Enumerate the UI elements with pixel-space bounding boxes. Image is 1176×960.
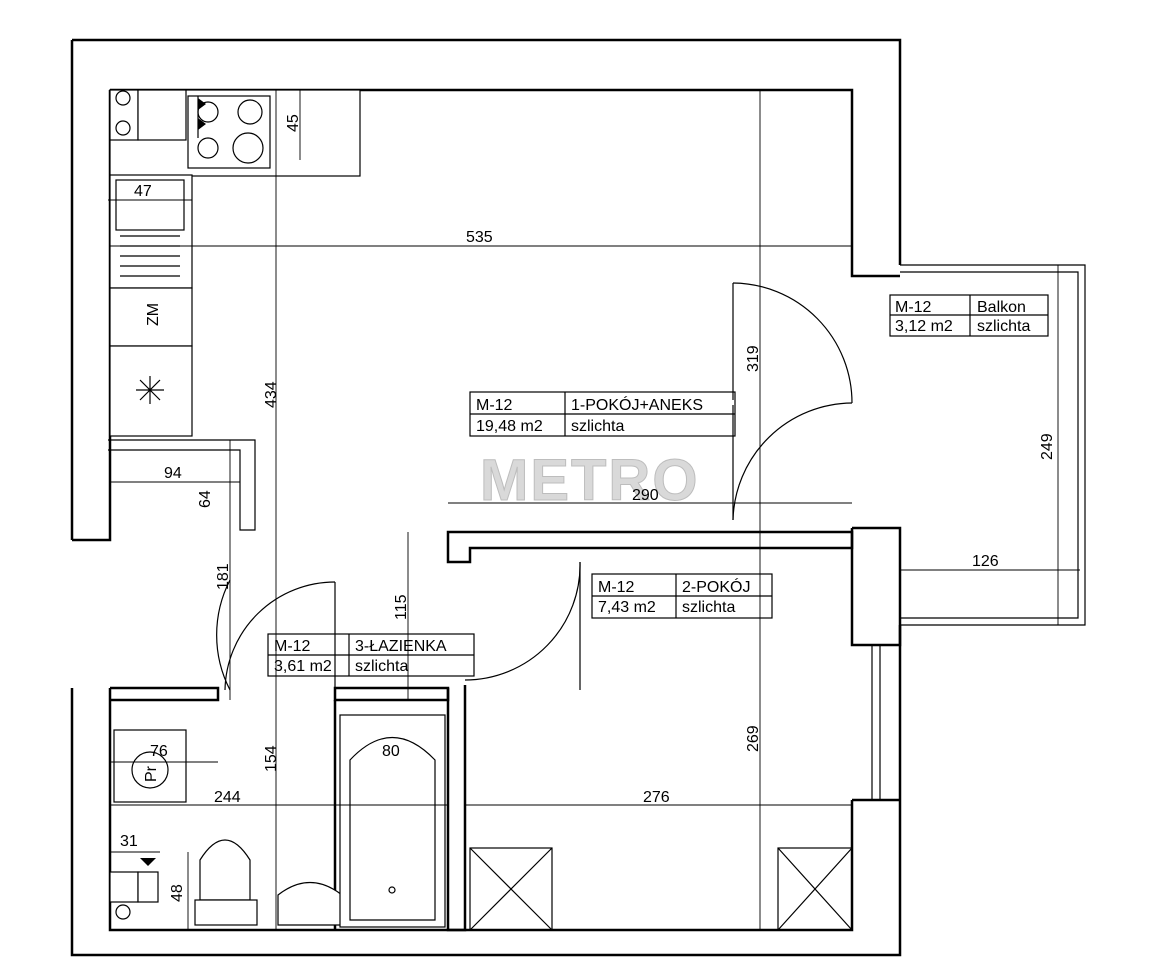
room-code: M-12	[598, 579, 635, 596]
room-code: M-12	[274, 638, 311, 655]
dim-269: 269	[745, 725, 762, 752]
dim-31: 31	[120, 833, 138, 850]
room-name: 3-ŁAZIENKA	[355, 638, 447, 655]
dimension-labels: 535 434 319 290 249 126 269 276 244 154 …	[120, 114, 1056, 902]
balcony	[900, 264, 1086, 626]
dim-535: 535	[466, 229, 493, 246]
wardrobe-marks	[469, 847, 853, 931]
dim-47: 47	[134, 183, 152, 200]
dim-76: 76	[150, 743, 168, 760]
room-area: 7,43 m2	[598, 599, 656, 616]
room-finish: szlichta	[571, 418, 624, 435]
dim-181: 181	[215, 563, 232, 590]
room-name: 1-POKÓJ+ANEKS	[571, 395, 703, 414]
fridge-label: ZM	[145, 303, 162, 326]
dim-48: 48	[169, 884, 186, 902]
dim-115: 115	[393, 594, 410, 620]
dim-434: 434	[263, 381, 280, 408]
door-swings	[216, 282, 853, 691]
room-name: Balkon	[977, 299, 1026, 316]
washer-label: Pr	[143, 765, 160, 782]
room-name: 2-POKÓJ	[682, 577, 750, 596]
room-label-bathroom: M-12 3-ŁAZIENKA 3,61 m2 szlichta	[267, 633, 475, 677]
watermark: METRO	[480, 448, 699, 513]
room-finish: szlichta	[977, 318, 1030, 335]
dim-249: 249	[1039, 433, 1056, 460]
room-label-living: M-12 1-POKÓJ+ANEKS 19,48 m2 szlichta	[469, 391, 736, 437]
dim-126: 126	[972, 553, 999, 570]
dim-276: 276	[643, 789, 670, 806]
room-area: 3,12 m2	[895, 318, 953, 335]
dim-80: 80	[382, 743, 400, 760]
room-label-room2: M-12 2-POKÓJ 7,43 m2 szlichta	[591, 573, 773, 619]
room-label-balcony: M-12 Balkon 3,12 m2 szlichta	[889, 294, 1049, 337]
dimension-lines	[108, 90, 1080, 930]
dim-94: 94	[164, 465, 182, 482]
dim-244: 244	[214, 789, 241, 806]
dim-154: 154	[263, 745, 280, 772]
dim-64: 64	[197, 490, 214, 508]
room-area: 3,61 m2	[274, 658, 332, 675]
room-area: 19,48 m2	[476, 418, 543, 435]
dim-290: 290	[632, 487, 659, 504]
dim-45: 45	[285, 114, 302, 132]
room-code: M-12	[476, 397, 513, 414]
room-finish: szlichta	[355, 658, 408, 675]
room-code: M-12	[895, 299, 932, 316]
bathroom	[109, 714, 446, 928]
room-finish: szlichta	[682, 599, 735, 616]
kitchen	[109, 89, 361, 437]
dim-319: 319	[745, 345, 762, 372]
